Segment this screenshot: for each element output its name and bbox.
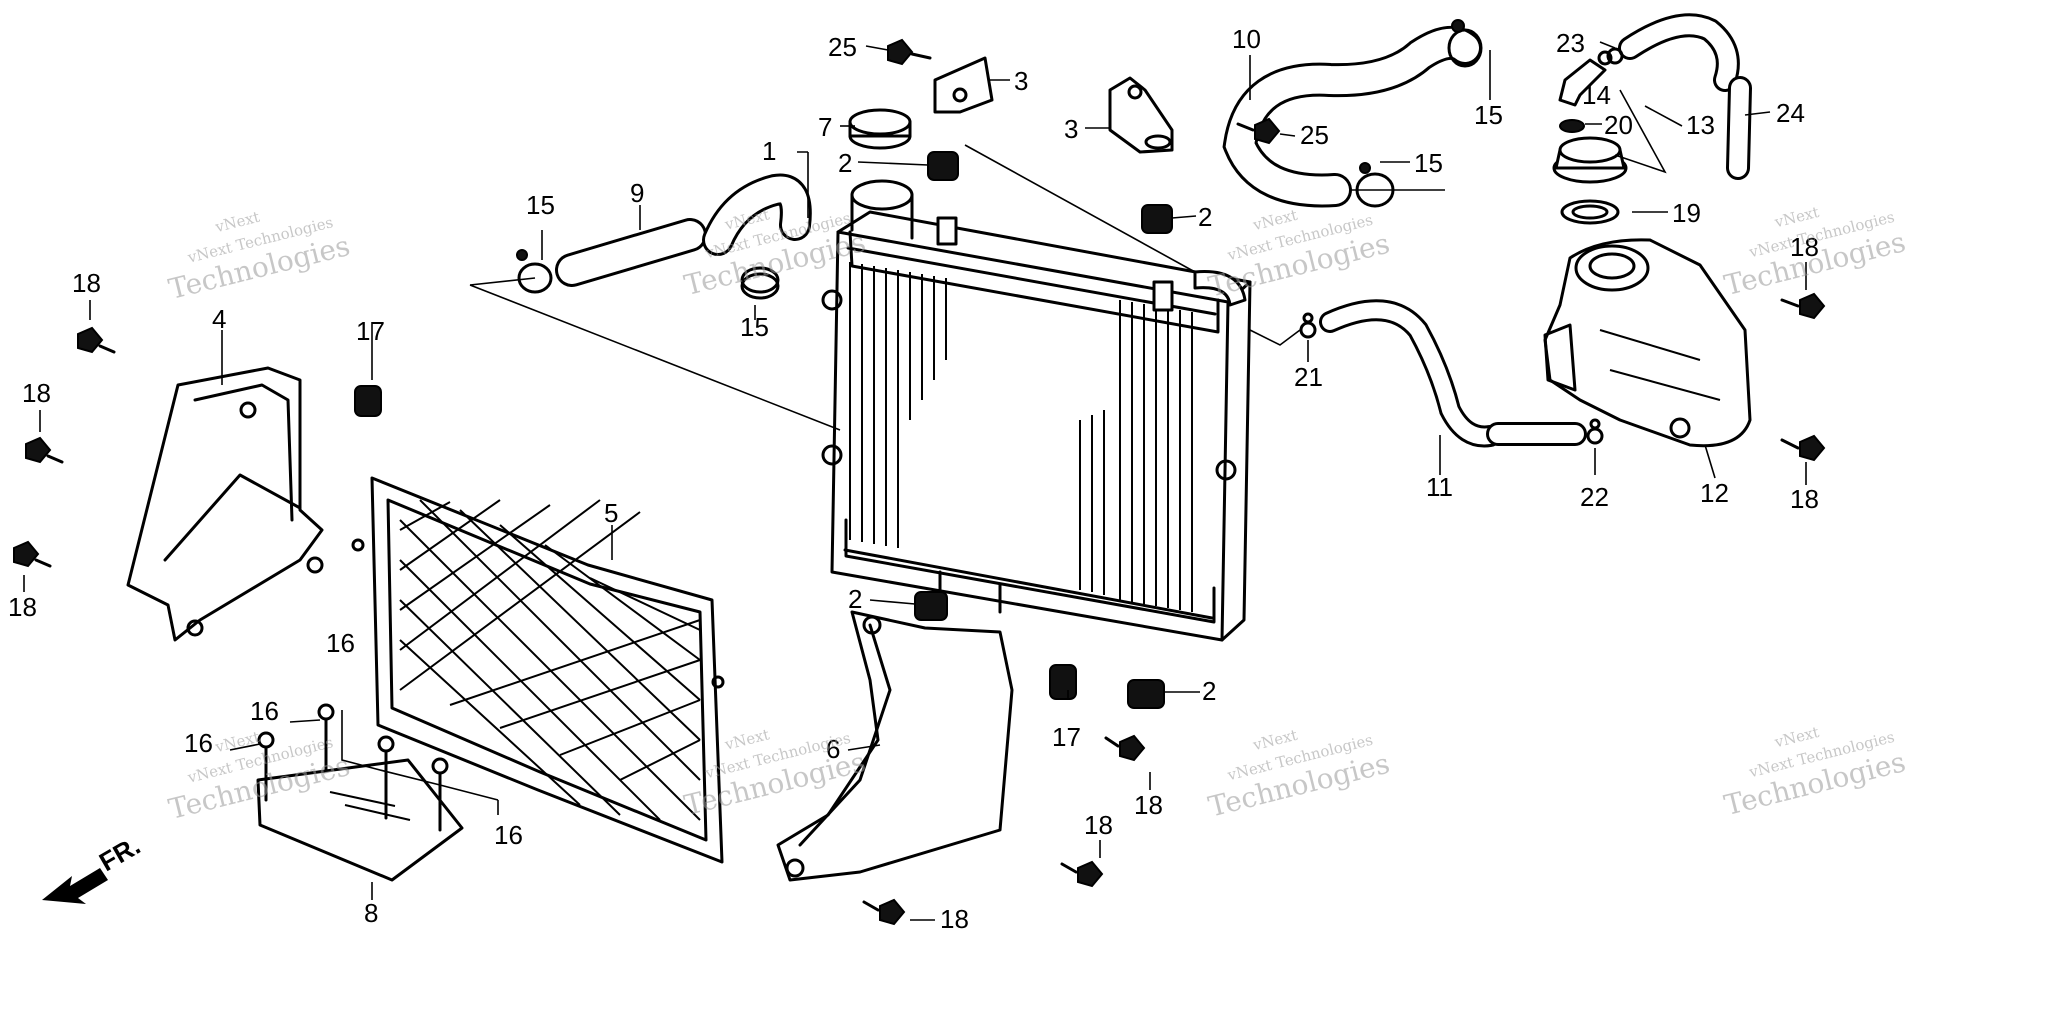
callout-14: 14 — [1582, 80, 1611, 110]
callout-18-c: 18 — [8, 592, 37, 622]
callout-24: 24 — [1776, 98, 1805, 128]
callout-2-c: 2 — [848, 584, 862, 614]
callout-6: 6 — [826, 734, 840, 764]
bracket-right — [1108, 76, 1174, 154]
callout-11: 11 — [1426, 472, 1453, 502]
callout-23: 23 — [1556, 28, 1585, 58]
front-direction-arrow: FR. — [42, 830, 145, 904]
callout-5: 5 — [604, 498, 618, 528]
callout-18-h: 18 — [1790, 484, 1819, 514]
reserve-tank — [1543, 238, 1752, 448]
hose-24 — [1618, 13, 1752, 180]
callout-17-b: 17 — [1052, 722, 1081, 752]
callout-18-b: 18 — [22, 378, 51, 408]
reserve-cap — [1552, 136, 1628, 184]
grommets — [354, 151, 1173, 709]
watermark-1: vNext vNext Technologies Technologies — [165, 208, 353, 306]
callout-15-b: 15 — [1414, 148, 1443, 178]
callout-2-b: 2 — [1198, 202, 1212, 232]
callout-2-a: 2 — [838, 148, 852, 178]
callout-13: 13 — [1686, 110, 1715, 140]
callout-16-c: 16 — [184, 728, 213, 758]
callout-8: 8 — [364, 898, 378, 928]
callout-25-a: 25 — [828, 32, 857, 62]
lower-cover — [256, 758, 464, 882]
callout-18-f: 18 — [940, 904, 969, 934]
callout-3-b: 3 — [1064, 114, 1078, 144]
o-ring — [1559, 119, 1585, 133]
radiator-grille — [351, 476, 725, 864]
callout-7: 7 — [818, 112, 832, 142]
callout-1: 1 — [762, 136, 776, 166]
callout-18-e: 18 — [1084, 810, 1113, 840]
callout-25-b: 25 — [1300, 120, 1329, 150]
left-shroud — [126, 366, 324, 642]
elbow-fitting — [1558, 50, 1613, 107]
callout-18-a: 18 — [72, 268, 101, 298]
small-clips — [1299, 47, 1624, 445]
right-shroud — [776, 610, 1014, 882]
radiator — [821, 179, 1252, 642]
hose-11 — [1319, 299, 1587, 448]
callout-9: 9 — [630, 178, 644, 208]
callout-2-d: 2 — [1202, 676, 1216, 706]
callout-labels: 1 2 2 2 2 3 3 4 5 6 7 8 9 10 11 12 13 14… — [8, 24, 1819, 934]
watermark-4: vNext vNext Technologies Technologies — [1721, 203, 1909, 302]
callout-20: 20 — [1604, 110, 1633, 140]
callout-15-d: 15 — [740, 312, 769, 342]
bracket-left — [933, 56, 994, 114]
callout-16-a: 16 — [326, 628, 355, 658]
callout-16-d: 16 — [494, 820, 523, 850]
radiator-cap — [848, 108, 912, 150]
callout-18-g: 18 — [1790, 232, 1819, 262]
callout-3-a: 3 — [1014, 66, 1028, 96]
callout-16-b: 16 — [250, 696, 279, 726]
callout-4: 4 — [212, 304, 226, 334]
callout-10: 10 — [1232, 24, 1261, 54]
hose-9 — [555, 218, 707, 287]
watermark-7: vNext vNext Technologies Technologies — [1205, 726, 1393, 824]
leader-lines — [23, 41, 1807, 921]
gasket — [1560, 199, 1620, 225]
callout-19: 19 — [1672, 198, 1701, 228]
callout-15-a: 15 — [1474, 100, 1503, 130]
pins — [257, 703, 449, 832]
callout-12: 12 — [1700, 478, 1729, 508]
callout-15-c: 15 — [526, 190, 555, 220]
callout-18-d: 18 — [1134, 790, 1163, 820]
callout-17-a: 17 — [356, 316, 385, 346]
callout-22: 22 — [1580, 482, 1609, 512]
hose-upper-bend — [702, 173, 812, 256]
front-direction-label: FR. — [94, 830, 145, 877]
watermark-8: vNext vNext Technologies Technologies — [1721, 723, 1909, 822]
callout-21: 21 — [1294, 362, 1323, 392]
hose-10 — [1222, 25, 1482, 208]
bolts — [13, 38, 1826, 926]
